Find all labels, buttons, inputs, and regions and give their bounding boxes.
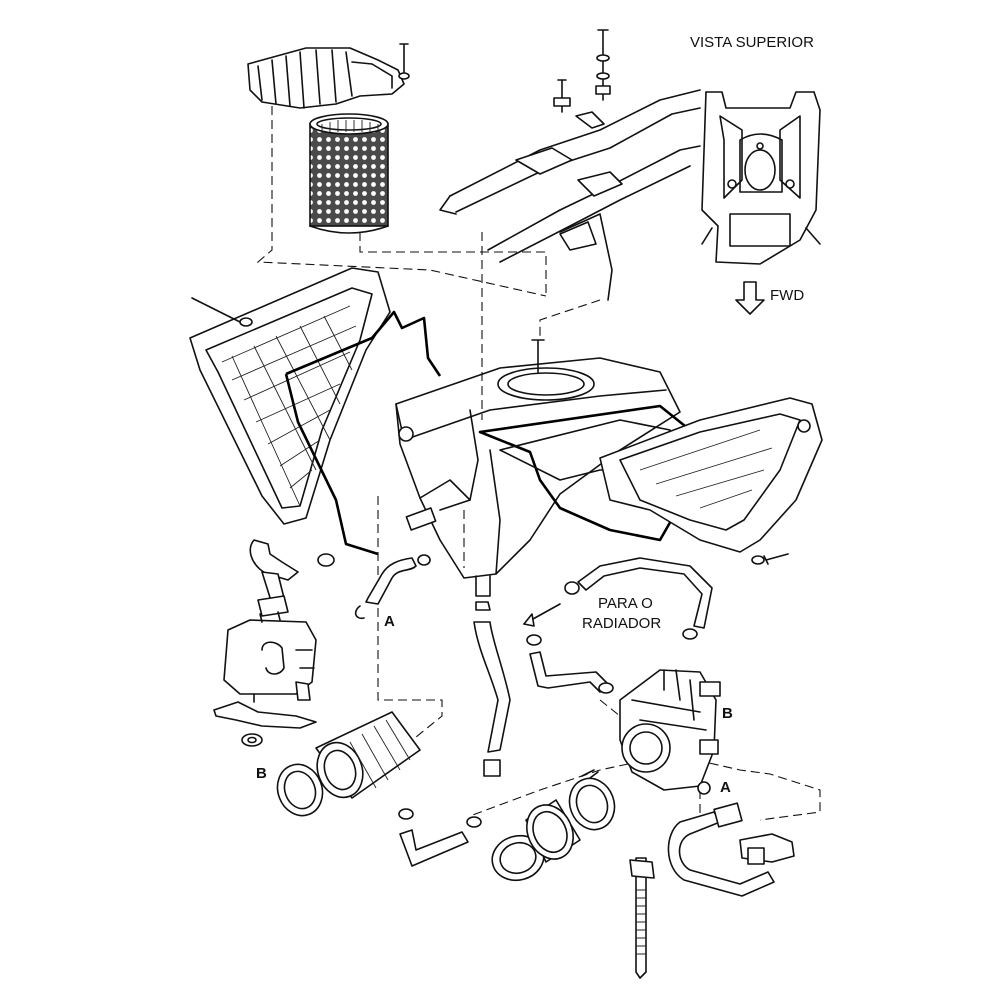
callout-b-left: B bbox=[256, 765, 267, 782]
callout-b-right: B bbox=[722, 705, 733, 722]
leader-lines bbox=[256, 106, 821, 827]
hose-a-left: A bbox=[365, 554, 431, 630]
airbox-cover-left bbox=[189, 267, 442, 556]
airbox-cover-right bbox=[599, 397, 823, 565]
small-hose-bottom bbox=[398, 808, 482, 867]
forward-label: FWD bbox=[770, 287, 804, 304]
radiator-label-line1: PARA O bbox=[598, 595, 653, 612]
frame-tubes bbox=[439, 29, 701, 301]
drain-hose bbox=[473, 601, 511, 777]
intake-duct bbox=[247, 43, 410, 109]
intake-boot-left: B bbox=[256, 711, 421, 817]
radiator-hoses: PARA O RADIADOR bbox=[523, 557, 713, 694]
air-filter-element bbox=[309, 113, 389, 234]
callout-a-left: A bbox=[384, 613, 395, 630]
cable-tie bbox=[629, 857, 655, 979]
top-view-inset: VISTA SUPERIOR FWD bbox=[690, 34, 821, 315]
top-view-title: VISTA SUPERIOR bbox=[690, 34, 814, 51]
callout-a-right: A bbox=[720, 779, 731, 796]
intake-boot-center bbox=[491, 769, 616, 882]
throttle-body: B A bbox=[619, 669, 733, 796]
hose-assembly-bottom-right bbox=[667, 802, 795, 897]
breather-tank-assembly bbox=[213, 539, 365, 747]
radiator-label-line2: RADIADOR bbox=[582, 615, 661, 632]
